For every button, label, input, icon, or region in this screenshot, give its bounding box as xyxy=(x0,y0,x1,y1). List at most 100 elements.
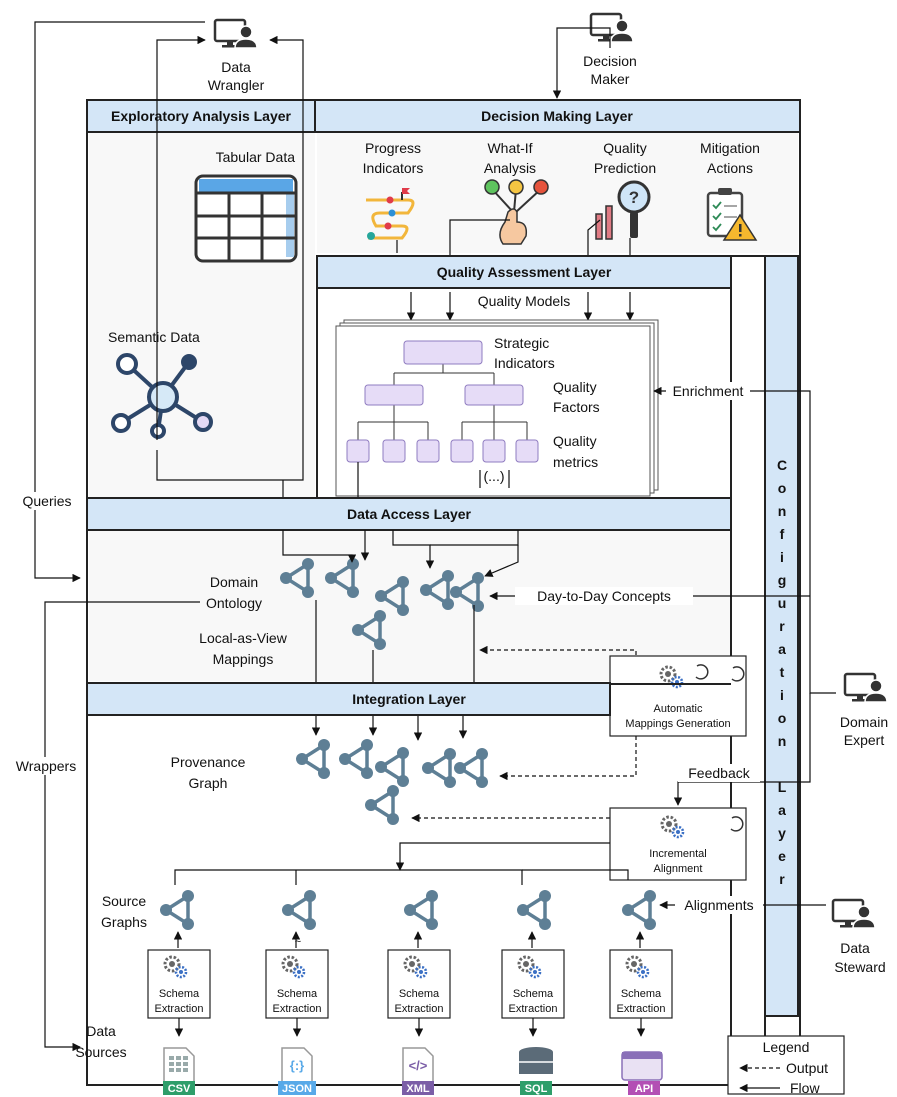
schema-extraction-label-2: Extraction xyxy=(395,1003,444,1015)
lav-mappings-label-1: Local-as-View xyxy=(199,630,288,646)
cycle-icon xyxy=(695,664,709,680)
decision-maker-label-2: Maker xyxy=(591,71,630,87)
alignments-label: Alignments xyxy=(684,897,753,913)
mitigation-checklist-icon xyxy=(706,188,758,241)
enrichment-label: Enrichment xyxy=(673,383,744,399)
provenance-graph-icon xyxy=(294,737,490,827)
wrangler-label-1: Data xyxy=(221,59,251,75)
metrics-label-1: Quality xyxy=(553,433,597,449)
domain-ontology-label-2: Ontology xyxy=(206,595,262,611)
quality-prediction-label-1: Quality xyxy=(603,140,647,156)
what-if-label-2: Analysis xyxy=(484,160,536,176)
legend-flow-label: Flow xyxy=(790,1080,820,1096)
auto-gen-label-2: Mappings Generation xyxy=(625,718,730,730)
decision-maker-actor: Decision Maker xyxy=(583,12,637,87)
csv-source-icon: CSV xyxy=(163,1047,195,1095)
schema-extraction-label-2: Extraction xyxy=(509,1003,558,1015)
lav-mappings-label-2: Mappings xyxy=(213,651,274,667)
legend-title: Legend xyxy=(763,1039,810,1055)
factors-label-2: Factors xyxy=(553,399,600,415)
integration-layer-title: Integration Layer xyxy=(352,691,466,707)
source-graphs-label-1: Source xyxy=(102,893,147,909)
domain-expert-label-1: Domain xyxy=(840,714,888,730)
schema-extraction-group: SchemaExtractionSchemaExtractionSchemaEx… xyxy=(147,931,673,1037)
feedback-label: Feedback xyxy=(688,765,750,781)
decision-making-layer: Decision Making Layer Progress Indicator… xyxy=(314,27,801,257)
strategic-indicator-box xyxy=(403,340,483,365)
source-format-label: JSON xyxy=(282,1083,312,1095)
schema-extraction-label-1: Schema xyxy=(159,988,200,1000)
auto-gen-label-1: Automatic xyxy=(654,703,703,715)
legend: Legend Output Flow xyxy=(727,1035,845,1096)
progress-indicators-label-1: Progress xyxy=(365,140,421,156)
source-format-label: SQL xyxy=(525,1083,548,1095)
domain-expert-label-2: Expert xyxy=(844,732,885,748)
schema-extraction-label-2: Extraction xyxy=(273,1003,322,1015)
source-format-label: CSV xyxy=(168,1083,191,1095)
exploratory-layer-title: Exploratory Analysis Layer xyxy=(111,108,292,124)
schema-extraction-label-1: Schema xyxy=(277,988,318,1000)
quality-tree xyxy=(357,364,528,440)
quality-metric-box xyxy=(382,439,406,463)
wrappers-label: Wrappers xyxy=(16,758,76,774)
quality-metric-box xyxy=(346,439,370,463)
domain-expert-actor: Domain Expert xyxy=(840,672,889,748)
link-glyph: ~ xyxy=(295,936,301,948)
what-if-icon xyxy=(484,179,549,245)
incremental-label-2: Alignment xyxy=(654,863,703,875)
quality-layer-title: Quality Assessment Layer xyxy=(437,264,612,280)
right-flows: Enrichment Day-to-Day Concepts Feedback … xyxy=(489,382,836,914)
ellipsis-label: (...) xyxy=(484,468,505,484)
api-source-icon: API xyxy=(621,1051,663,1095)
incremental-alignment-box xyxy=(609,807,747,881)
tabular-data-label: Tabular Data xyxy=(216,149,296,165)
quality-assessment-layer: Quality Assessment Layer Quality Models xyxy=(316,255,732,499)
data-steward-actor: Data Steward xyxy=(831,898,886,975)
day-to-day-label: Day-to-Day Concepts xyxy=(537,588,671,604)
decision-layer-header xyxy=(314,99,801,133)
svg-text:{:}: {:} xyxy=(290,1058,304,1073)
configuration-layer-header xyxy=(764,255,799,1017)
quality-models-label: Quality Models xyxy=(478,293,571,309)
data-steward-label-1: Data xyxy=(840,940,870,956)
strategic-label-2: Indicators xyxy=(494,355,555,371)
queries-label: Queries xyxy=(22,493,71,509)
quality-metric-box xyxy=(482,439,506,463)
user-computer-icon xyxy=(843,672,889,704)
json-source-icon: {:} JSON xyxy=(278,1047,316,1095)
quality-metric-box xyxy=(450,439,474,463)
quality-factor-box xyxy=(364,384,424,406)
sql-source-icon: SQL xyxy=(519,1047,553,1095)
data-source-icons: CSV {:} JSON </> XML SQL API xyxy=(163,1047,663,1095)
wrangler-label-2: Wrangler xyxy=(208,77,265,93)
cycle-icon xyxy=(730,816,744,832)
data-access-layer-title: Data Access Layer xyxy=(347,506,472,522)
schema-extraction-label-2: Extraction xyxy=(617,1003,666,1015)
mitigation-actions-label-2: Actions xyxy=(707,160,753,176)
progress-indicators-label-2: Indicators xyxy=(363,160,424,176)
semantic-data-label: Semantic Data xyxy=(108,329,200,345)
metrics-label-2: metrics xyxy=(553,454,598,470)
domain-ontology-label-1: Domain xyxy=(210,574,258,590)
factors-label-1: Quality xyxy=(553,379,597,395)
provenance-label-2: Graph xyxy=(189,775,228,791)
schema-extraction-label-2: Extraction xyxy=(155,1003,204,1015)
schema-extraction-label-1: Schema xyxy=(513,988,554,1000)
svg-text:</>: </> xyxy=(409,1058,428,1073)
source-format-label: XML xyxy=(406,1083,430,1095)
legend-output-label: Output xyxy=(786,1060,828,1076)
progress-path-icon xyxy=(366,188,415,240)
decision-maker-label-1: Decision xyxy=(583,53,637,69)
exploratory-layer-header xyxy=(86,99,316,133)
user-computer-icon xyxy=(831,898,877,930)
xml-source-icon: </> XML xyxy=(402,1047,434,1095)
user-computer-icon xyxy=(213,18,259,50)
table-icon xyxy=(194,174,298,263)
